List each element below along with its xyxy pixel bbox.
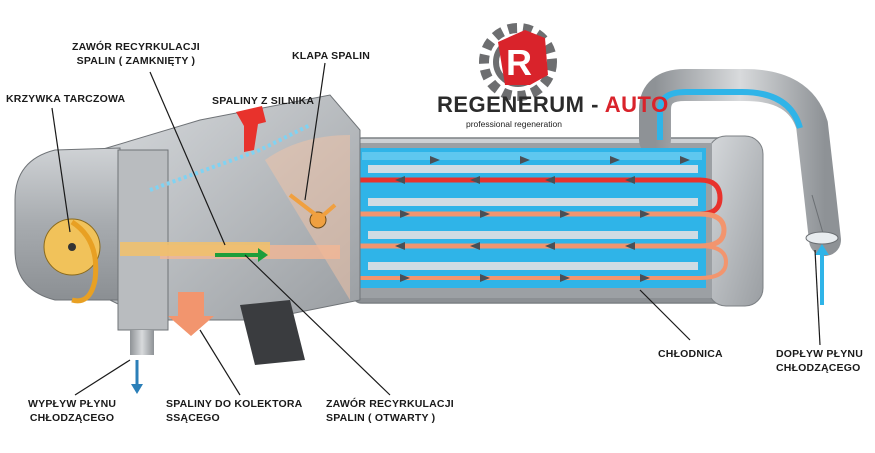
label-line: DOPŁYW PŁYNU — [776, 348, 863, 360]
label-line: CHŁODZĄCEGO — [776, 362, 861, 374]
label-line: ZAWÓR RECYRKULACJI — [72, 41, 200, 53]
label-wyplyw: WYPŁYW PŁYNU CHŁODZĄCEGO — [28, 397, 116, 425]
label-spaliny-z-silnika: SPALINY Z SILNIKA — [212, 95, 315, 107]
logo-tagline: professional regeneration — [466, 119, 562, 129]
flow-arrows — [395, 156, 690, 282]
label-line: WYPŁYW PŁYNU — [28, 398, 117, 410]
logo-word-right: AUTO — [604, 92, 669, 117]
coolant-pipe — [639, 69, 841, 256]
label-line: ZAWÓR RECYRKULACJI — [326, 398, 454, 410]
label-line: SPALINY DO KOLEKTORA — [166, 398, 303, 410]
label-zawor-otwarty: ZAWÓR RECYRKULACJI SPALIN ( OTWARTY ) — [326, 397, 454, 425]
label-zawor-zamkniety: ZAWÓR RECYRKULACJI SPALIN ( ZAMKNIĘTY ) — [72, 40, 200, 68]
logo-letter: R — [506, 42, 532, 83]
label-line: SPALIN ( ZAMKNIĘTY ) — [76, 55, 196, 67]
disc-cam — [43, 218, 101, 304]
leader-lines — [51, 62, 821, 396]
logo-wordmark: REGENERUM - AUTO — [437, 92, 669, 118]
regenerum-logo: R — [479, 23, 557, 101]
label-chlodnica: CHŁODNICA — [658, 348, 723, 360]
coolant-out-arrowhead — [131, 384, 143, 394]
exhaust-out-arrow — [168, 292, 214, 336]
label-doplyw: DOPŁYW PŁYNU CHŁODZĄCEGO — [776, 347, 863, 375]
label-line: SPALIN ( OTWARTY ) — [326, 412, 436, 424]
exhaust-tubes — [300, 165, 729, 280]
label-spaliny-do-kolektora: SPALINY DO KOLEKTORA SSĄCEGO — [166, 397, 302, 425]
logo-word-left: REGENERUM - — [437, 92, 605, 117]
label-krzywka-tarczowa: KRZYWKA TARCZOWA — [6, 93, 126, 105]
label-line: CHŁODZĄCEGO — [29, 412, 115, 424]
label-line: SSĄCEGO — [166, 412, 220, 424]
green-arrow — [215, 248, 268, 262]
gear-icon — [479, 23, 557, 101]
exhaust-in-arrow — [236, 106, 266, 152]
label-klapa-spalin: KLAPA SPALIN — [292, 50, 371, 62]
coolant-in-arrowhead — [815, 244, 829, 255]
